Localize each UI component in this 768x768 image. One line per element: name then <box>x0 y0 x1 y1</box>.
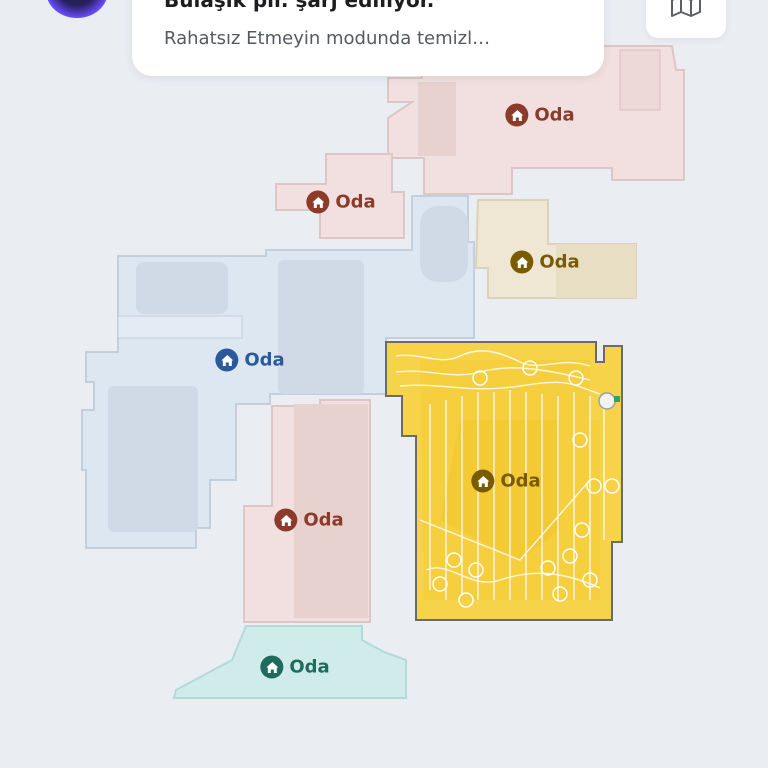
room-name: Oda <box>244 349 285 371</box>
room-label-upper-left[interactable]: Oda <box>306 190 376 214</box>
notification-body: Rahatsız Etmeyin modunda temizl… <box>164 28 491 49</box>
home-icon <box>260 655 284 679</box>
map-toggle-button[interactable] <box>646 0 726 38</box>
room-name: Oda <box>500 470 541 492</box>
room-name: Oda <box>335 191 376 213</box>
room-area-blue[interactable] <box>81 195 475 549</box>
room-label-top-right[interactable]: Oda <box>505 103 575 127</box>
home-icon <box>306 190 330 214</box>
room-name: Oda <box>534 104 575 126</box>
home-icon <box>505 103 529 127</box>
room-area-upper-left[interactable] <box>275 153 405 239</box>
notification-title: Bulaşık pil. şarj ediliyor. <box>164 0 435 12</box>
room-area-beige[interactable] <box>474 199 637 299</box>
home-icon <box>510 250 534 274</box>
room-area-active[interactable] <box>385 341 623 621</box>
room-name: Oda <box>289 656 330 678</box>
chevron-right-icon[interactable]: › <box>567 0 574 1</box>
room-area-lower-pink[interactable] <box>243 399 371 623</box>
robot-icon <box>598 392 616 410</box>
notification-banner[interactable]: Bulaşık pil. şarj ediliyor. Rahatsız Etm… <box>132 0 604 76</box>
room-area-teal[interactable] <box>172 625 407 699</box>
home-icon <box>274 508 298 532</box>
room-label-beige[interactable]: Oda <box>510 250 580 274</box>
room-name: Oda <box>539 251 580 273</box>
room-label-lower-pink[interactable]: Oda <box>274 508 344 532</box>
room-area-top-right[interactable] <box>387 45 685 195</box>
folded-map-icon <box>671 0 701 17</box>
home-icon <box>471 469 495 493</box>
assistant-avatar <box>46 0 108 18</box>
home-icon <box>215 348 239 372</box>
room-label-teal[interactable]: Oda <box>260 655 330 679</box>
room-label-blue[interactable]: Oda <box>215 348 285 372</box>
room-label-active[interactable]: Oda <box>471 469 541 493</box>
room-name: Oda <box>303 509 344 531</box>
